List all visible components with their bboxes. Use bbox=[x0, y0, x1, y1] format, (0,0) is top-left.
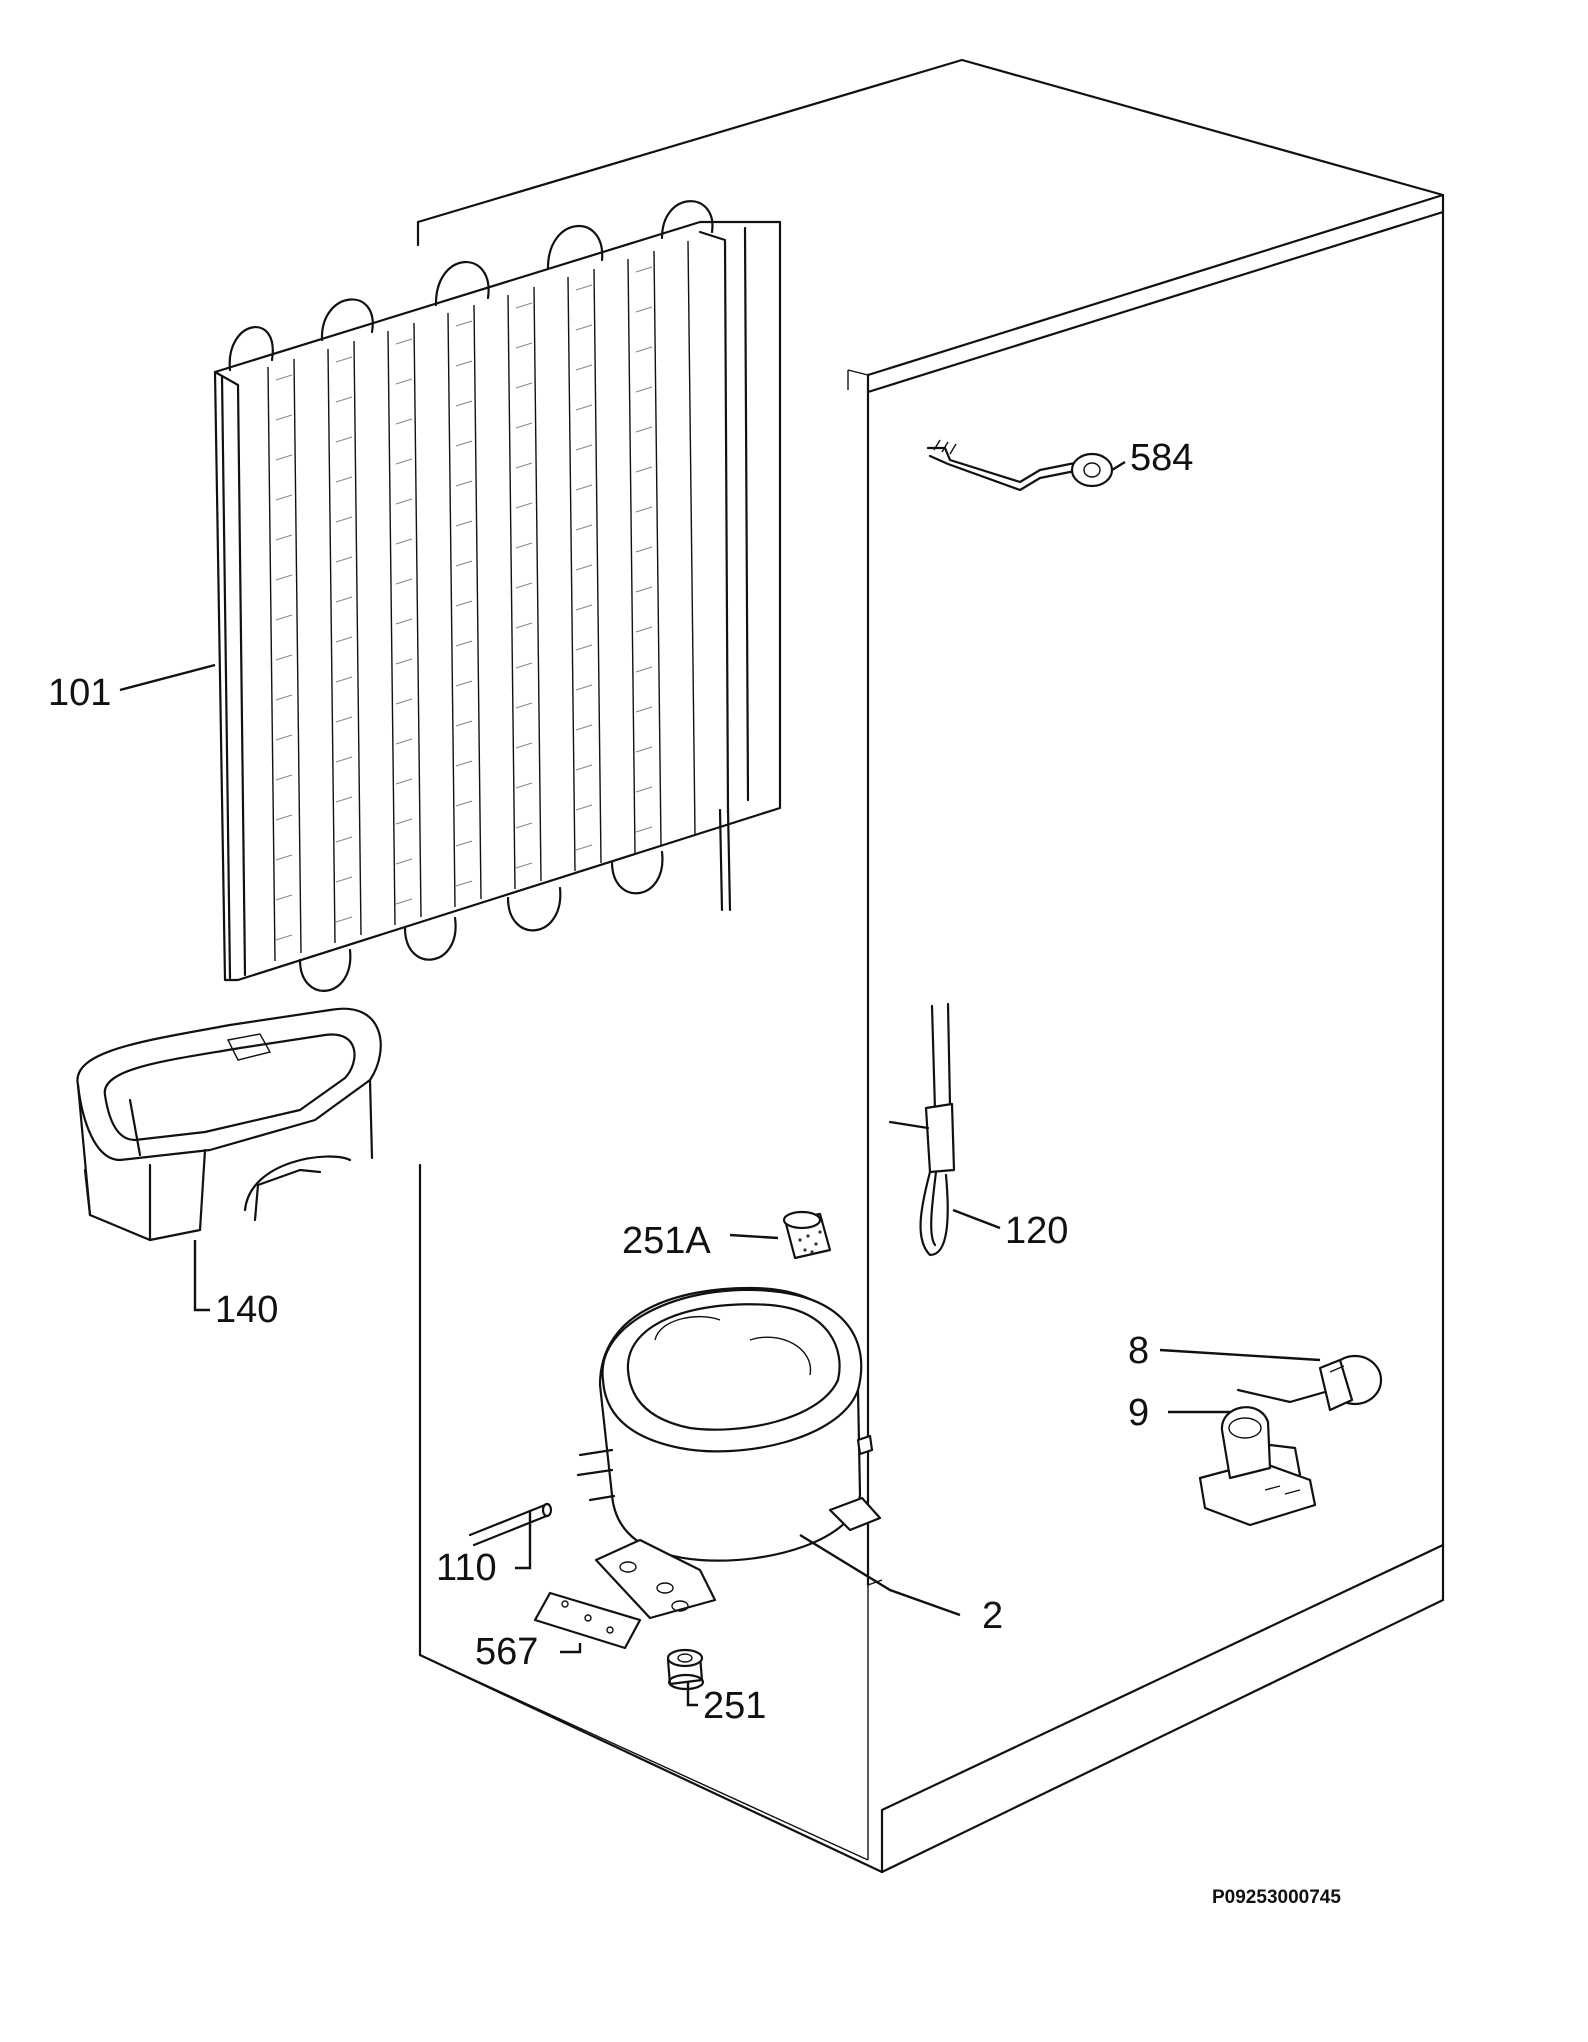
compressor-part bbox=[576, 1286, 882, 1620]
callout-9: 9 bbox=[1128, 1392, 1149, 1434]
condenser-part bbox=[213, 200, 782, 992]
callout-251: 251 bbox=[703, 1685, 766, 1727]
callout-101: 101 bbox=[48, 672, 111, 714]
bracket-part-584 bbox=[926, 439, 1114, 492]
callout-2: 2 bbox=[982, 1595, 1003, 1637]
callout-584: 584 bbox=[1130, 437, 1193, 479]
cabinet-body bbox=[416, 58, 1445, 1874]
holder-part-9 bbox=[1198, 1406, 1317, 1527]
drip-tray-part bbox=[76, 1007, 382, 1242]
grommet-part-251 bbox=[666, 1648, 705, 1691]
sleeve-part-251A bbox=[782, 1210, 832, 1260]
callout-251A: 251A bbox=[622, 1220, 711, 1262]
callout-140: 140 bbox=[215, 1289, 278, 1331]
callout-110: 110 bbox=[436, 1547, 497, 1589]
plate-part-567 bbox=[533, 1591, 642, 1650]
drawing-code: P09253000745 bbox=[1212, 1887, 1341, 1908]
leader-lines bbox=[119, 460, 1321, 1707]
callout-8: 8 bbox=[1128, 1330, 1149, 1372]
pin-part-110 bbox=[468, 1502, 553, 1547]
callout-567: 567 bbox=[475, 1631, 538, 1673]
starter-part-8 bbox=[1236, 1354, 1383, 1412]
sensor-part-120 bbox=[888, 1002, 956, 1257]
callout-labels: 584 101 140 251A 120 8 9 110 2 567 251 bbox=[48, 437, 1193, 1727]
callout-120: 120 bbox=[1005, 1210, 1068, 1252]
